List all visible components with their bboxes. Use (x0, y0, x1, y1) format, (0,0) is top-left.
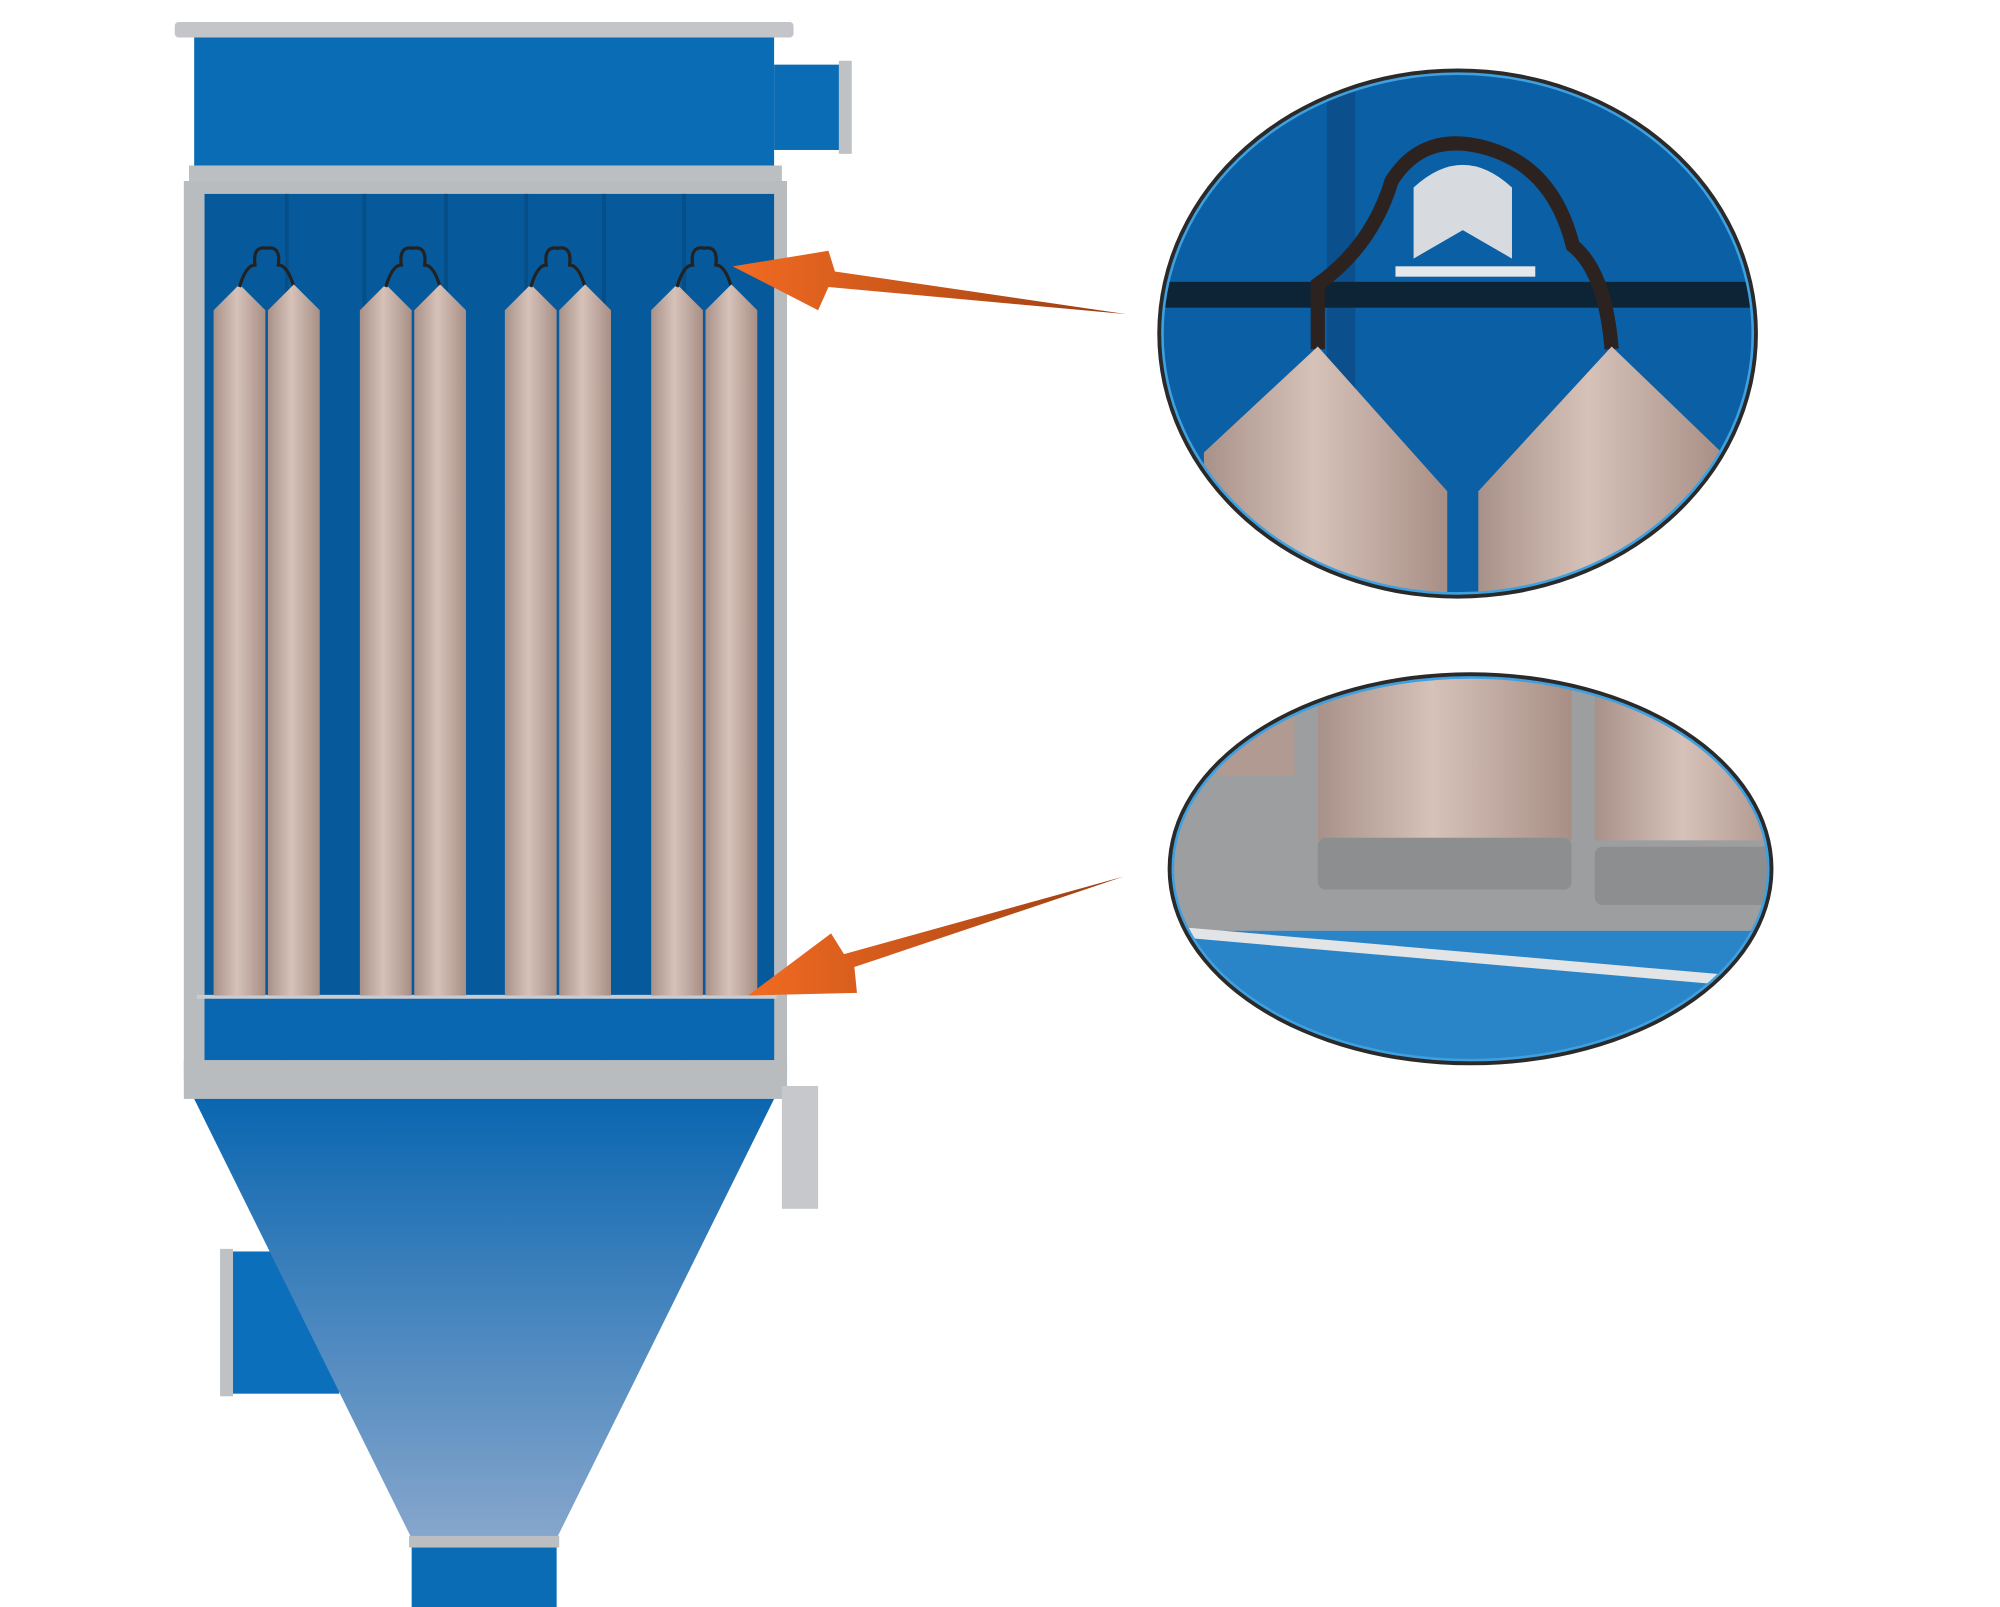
hopper-outlet-flange (409, 1535, 560, 1548)
filter-bag (267, 284, 320, 996)
hanger-bracket (1395, 266, 1536, 277)
bag-hanger (384, 246, 442, 288)
filter-bag (359, 284, 412, 996)
lower-section (204, 998, 775, 1061)
hopper (194, 1098, 775, 1539)
arrow-top (732, 250, 1127, 315)
detail-view-top (1157, 68, 1758, 599)
bag-clamp-right (1594, 846, 1769, 905)
bag-hanger (237, 246, 296, 288)
pointer-arrows (732, 250, 1127, 996)
filter-bags (213, 246, 758, 996)
side-bracket (781, 1085, 819, 1209)
detail-view-bottom (1167, 672, 1774, 1066)
inlet-flange (220, 1248, 234, 1397)
filter-bag (651, 284, 703, 996)
bag-hanger (675, 246, 733, 288)
outlet-flange (838, 60, 852, 154)
bag-hanger (529, 246, 587, 288)
filter-bag (559, 284, 612, 996)
hopper-outlet (411, 1547, 557, 1607)
filter-bag (705, 284, 758, 996)
filter-bag (213, 284, 266, 996)
filter-bag (504, 284, 557, 996)
outlet-pipe (774, 64, 842, 150)
top-plenum (194, 37, 775, 169)
collector-body (174, 21, 852, 1607)
bag-bottom-left (1317, 677, 1572, 841)
hanger-hook (1310, 136, 1619, 350)
bag-clamp-left (1317, 837, 1572, 890)
arrow-bottom (748, 876, 1124, 996)
filter-bag (414, 284, 467, 996)
top-cap-plate (174, 21, 794, 38)
upper-frame-band (188, 165, 782, 181)
lower-frame-band (183, 1060, 788, 1099)
